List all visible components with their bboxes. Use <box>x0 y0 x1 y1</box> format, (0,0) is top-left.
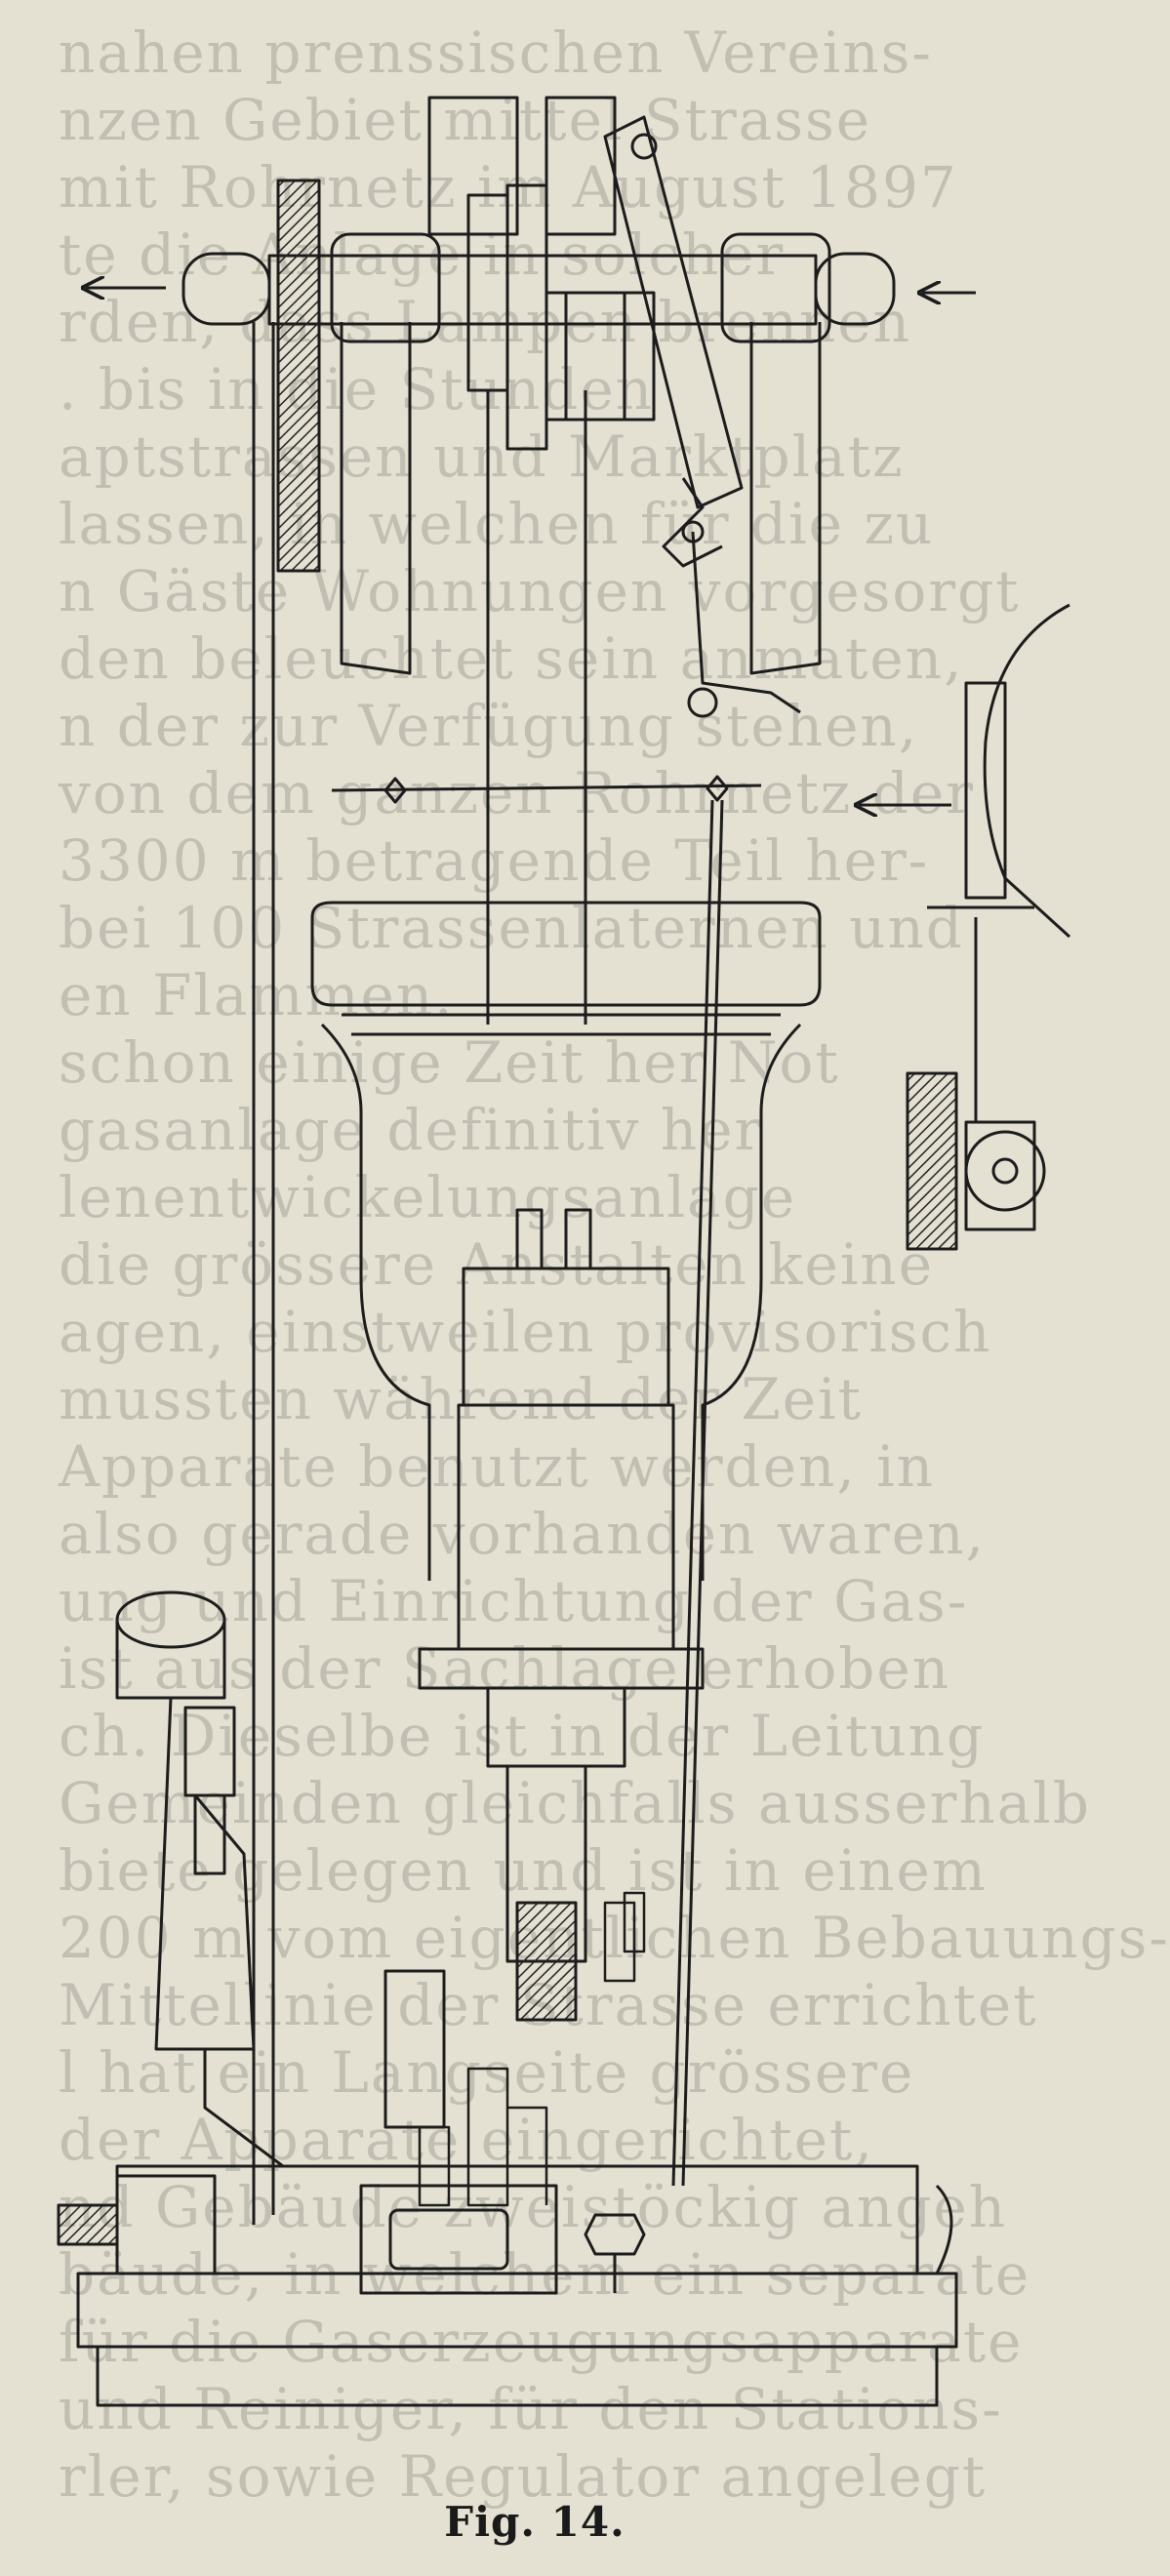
top-crosshead <box>182 96 896 718</box>
governor-stand <box>115 1590 446 2168</box>
side-machine <box>906 603 1071 1251</box>
scanned-page: nahen prenssischen Vereins-nzen Gebiet m… <box>57 20 1168 2546</box>
column-collar <box>310 901 822 1581</box>
engine-base <box>57 2164 958 2407</box>
flow-arrows <box>86 288 976 805</box>
figure-caption: Fig. 14. <box>444 2498 625 2546</box>
frame-columns <box>252 322 822 2225</box>
flywheel-section <box>276 179 321 573</box>
cylinder-body <box>418 1208 705 2022</box>
machine-engraving <box>57 96 1071 2407</box>
